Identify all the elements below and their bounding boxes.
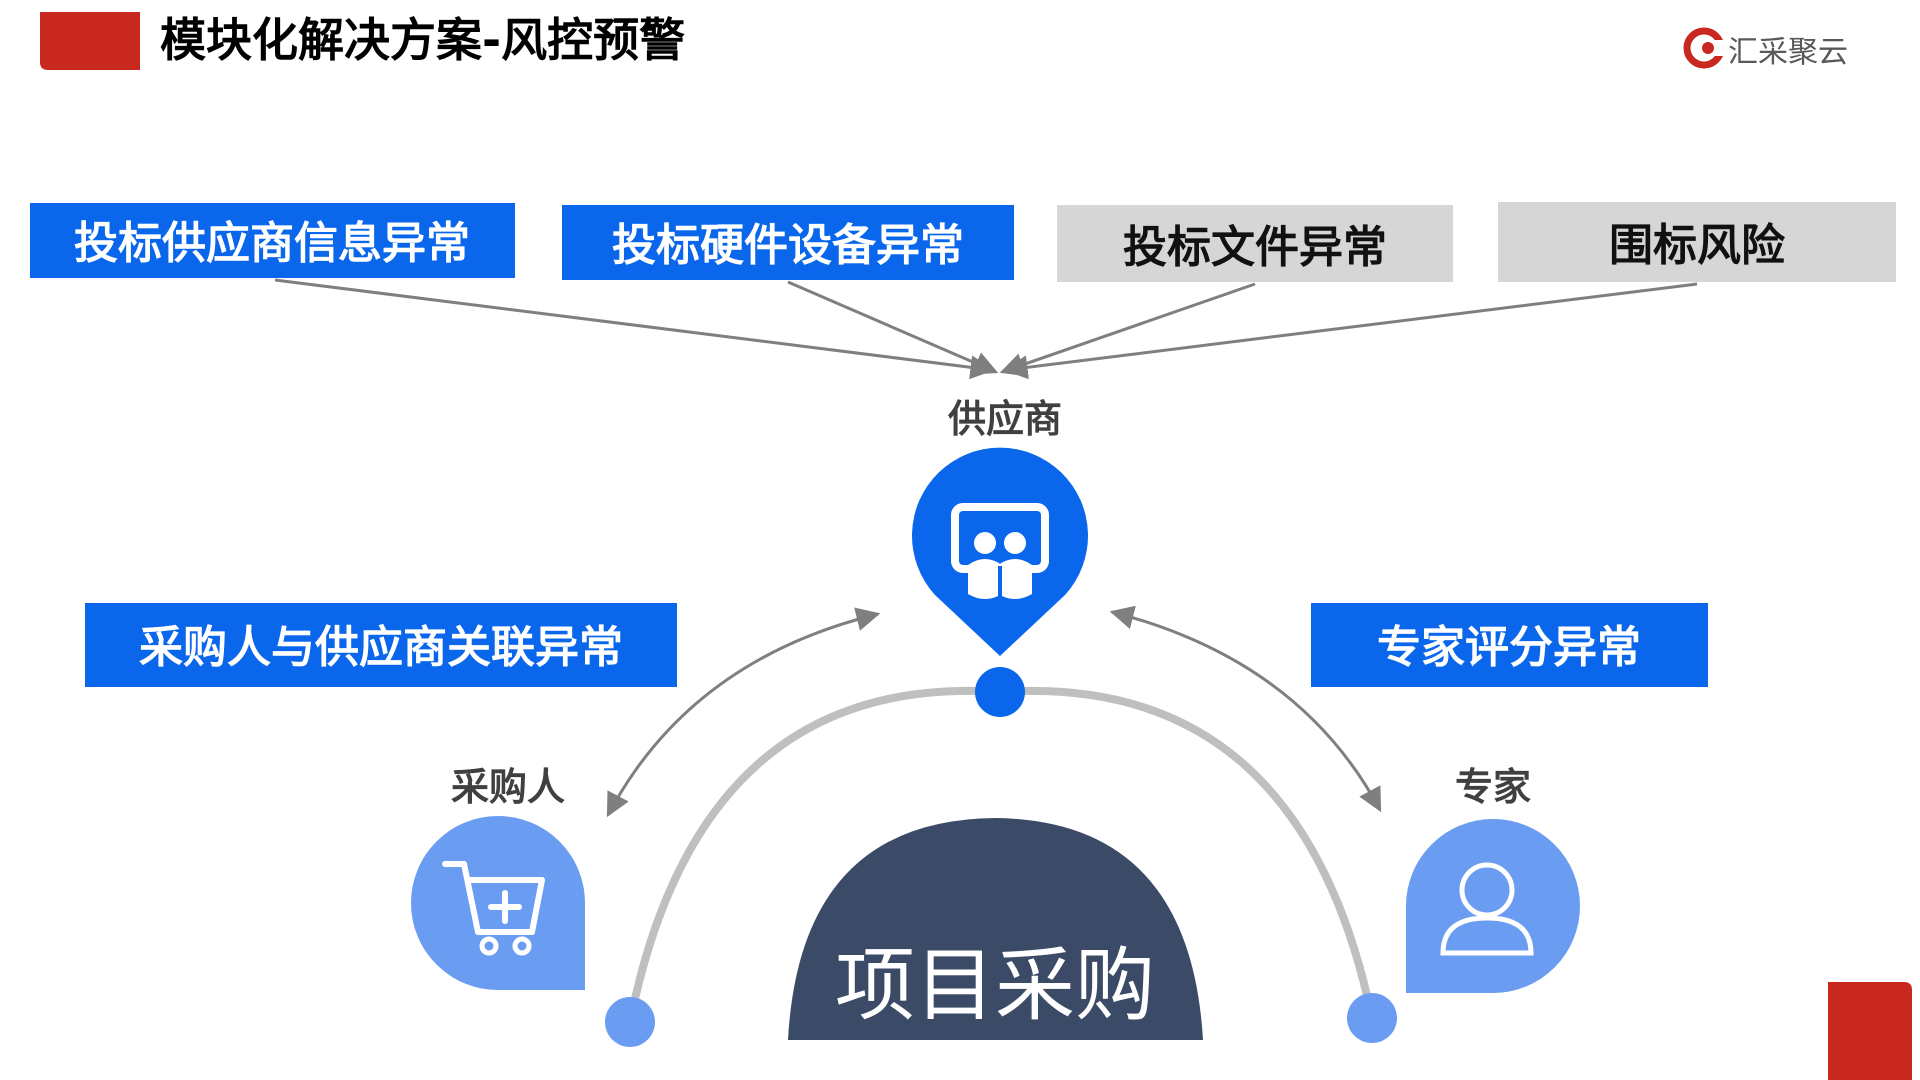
page-title: 模块化解决方案-风控预警: [160, 13, 685, 67]
arc-top-dot: [975, 667, 1025, 717]
left-curved-arrow: [606, 607, 881, 818]
brand-name: 汇采聚云: [1728, 35, 1848, 70]
expert-bubble: [1406, 819, 1580, 993]
top-risk-label: 投标硬件设备异常: [612, 220, 964, 271]
top-risk-box-3: 投标文件异常: [1057, 205, 1453, 282]
supplier-meeting-icon: [951, 503, 1049, 600]
footer-accent-block: [1828, 982, 1912, 1080]
shopping-cart-icon: [442, 861, 545, 935]
supplier-label: 供应商: [948, 397, 1062, 441]
right-risk-box: 专家评分异常: [1311, 603, 1708, 687]
user-icon: [1440, 862, 1534, 956]
top-risk-label: 围标风险: [1609, 220, 1786, 271]
supplier-pin: [912, 447, 1088, 656]
project-procurement-center: 项目采购: [788, 818, 1203, 1040]
left-risk-box: 采购人与供应商关联异常: [85, 603, 677, 687]
top-risk-box-1: 投标供应商信息异常: [30, 203, 515, 278]
right-curved-arrow: [1109, 605, 1382, 813]
top-risk-label: 投标供应商信息异常: [74, 218, 470, 269]
expert-label: 专家: [1455, 765, 1531, 809]
arc-left-dot: [605, 997, 655, 1047]
brand-logo: 汇采聚云: [1683, 27, 1848, 70]
top-risk-label: 投标文件异常: [1123, 222, 1387, 273]
converging-arrows: [274, 278, 1698, 380]
top-risk-box-2: 投标硬件设备异常: [562, 205, 1014, 280]
purchaser-bubble: [411, 816, 585, 990]
header-accent-block: [40, 12, 140, 70]
center-label: 项目采购: [835, 939, 1155, 1032]
left-risk-label: 采购人与供应商关联异常: [139, 622, 623, 673]
purchaser-label: 采购人: [451, 765, 565, 809]
arc-right-dot: [1347, 993, 1397, 1043]
right-risk-label: 专家评分异常: [1377, 622, 1641, 673]
top-risk-box-4: 围标风险: [1498, 202, 1896, 282]
